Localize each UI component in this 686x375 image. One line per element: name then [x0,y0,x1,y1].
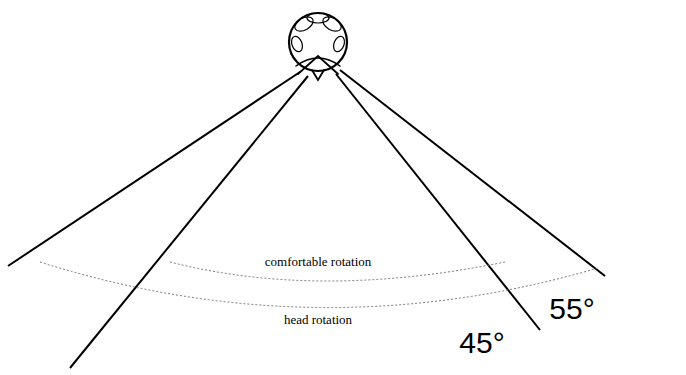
hair-curl [332,35,347,53]
angle-label: 45° [459,326,504,359]
nose [312,70,324,80]
view-apex [298,56,338,74]
hair-curl [292,14,315,34]
hair-curl [307,13,329,23]
head-outline [289,13,347,71]
head-top-view [289,13,347,80]
head-rotation-line [340,70,605,276]
comfortable-rotation-line [70,76,308,368]
angle-label: 55° [549,292,594,325]
hair-curl [296,58,340,66]
rotation-label: head rotation [281,313,355,327]
rotation-label: comfortable rotation [262,255,375,269]
view-lines [8,70,605,368]
head-rotation-line [8,72,300,266]
hair-curl [320,14,343,34]
hair-curl [290,35,305,53]
